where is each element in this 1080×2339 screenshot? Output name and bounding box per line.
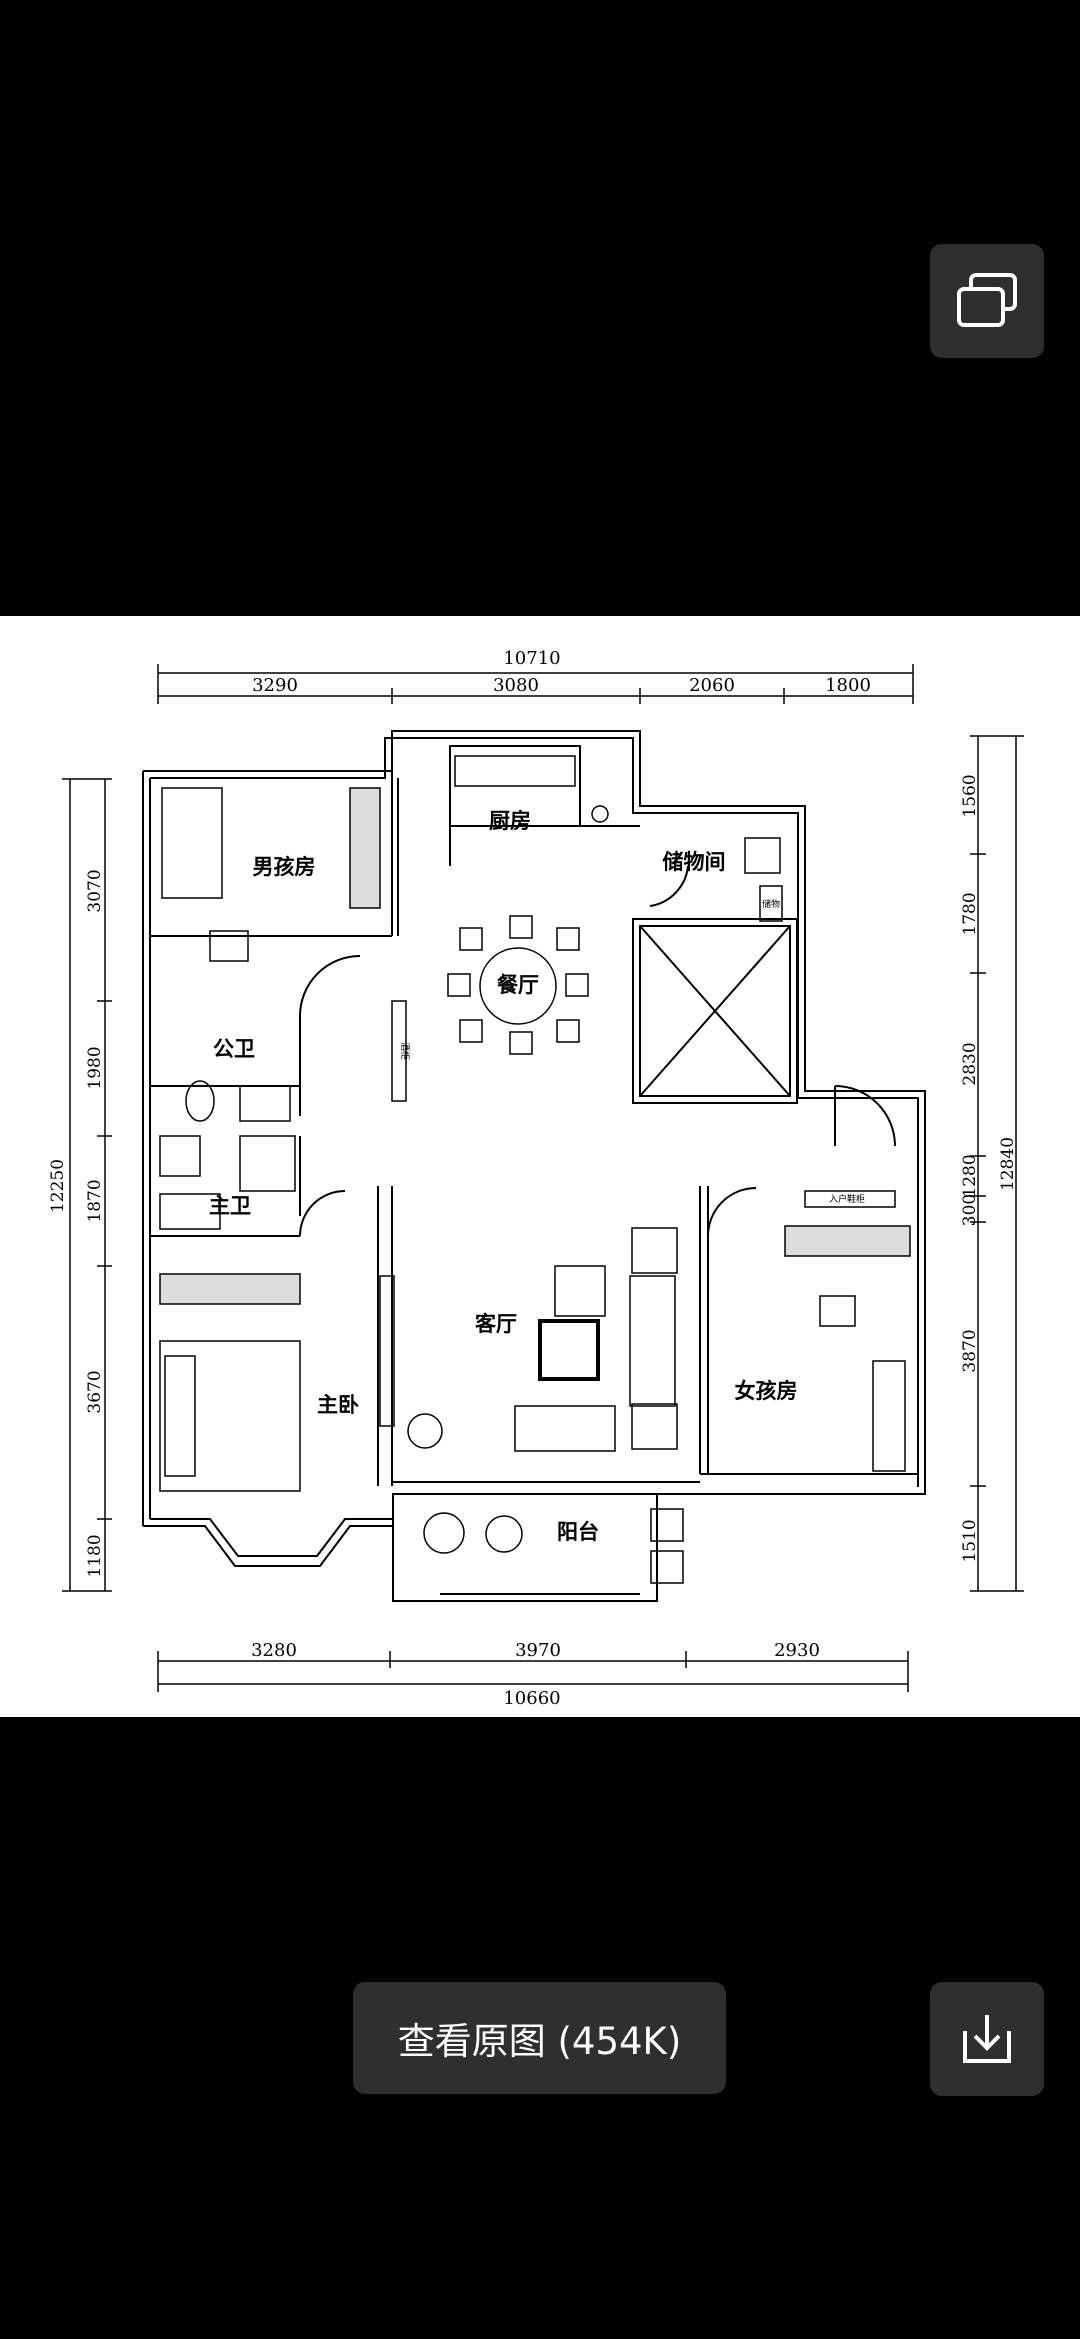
dim-bottom-3: 2930 [774,1640,820,1661]
dim-right-5: 300 [960,1194,980,1226]
room-girl-label: 女孩房 [735,1378,798,1403]
dim-top-2: 3080 [493,675,539,696]
room-dining-label: 餐厅 [497,972,539,997]
dim-bottom-2: 3970 [515,1640,561,1661]
dim-bottom-total: 10660 [503,1688,560,1709]
dim-right-1: 1560 [960,774,980,817]
dim-top-4: 1800 [825,675,871,696]
room-kitchen-label: 厨房 [489,808,531,833]
label-dining-cabinet: 酒柜 [399,1042,411,1060]
download-icon [963,2015,1011,2063]
dim-right-3: 2830 [960,1042,980,1085]
label-storage-small: 储物 [762,898,780,910]
room-public-bath-label: 公卫 [213,1036,255,1061]
room-boy-label: 男孩房 [253,854,316,879]
multi-window-icon [957,273,1017,327]
dim-bottom-1: 3280 [251,1640,297,1661]
dim-left-5: 1180 [85,1534,105,1577]
dim-top-total: 10710 [503,648,560,669]
room-master-bedroom-label: 主卧 [317,1392,359,1417]
dim-top-1: 3290 [252,675,298,696]
room-storage-label: 储物间 [663,849,726,874]
download-button[interactable] [930,1982,1044,2096]
dim-left-3: 1870 [85,1179,105,1222]
floorplan-image: 10710 3290 3080 2060 1800 10660 3280 397… [0,616,1080,1717]
dim-right-6: 3870 [960,1329,980,1372]
dim-left-2: 1980 [85,1046,105,1089]
label-entry-cabinet: 入户鞋柜 [829,1193,865,1205]
dim-right-7: 1510 [960,1519,980,1562]
dim-right-2: 1780 [960,892,980,935]
dim-left-4: 3670 [85,1370,105,1413]
furniture [159,755,911,1584]
walls [142,730,926,1602]
dim-top-3: 2060 [689,675,735,696]
room-balcony-label: 阳台 [557,1519,599,1544]
dim-left-1: 3070 [85,869,105,912]
dim-right-total: 12840 [998,1137,1018,1191]
multi-window-button[interactable] [930,244,1044,358]
dim-left-total: 12250 [48,1159,68,1213]
view-original-label: 查看原图 (454K) [397,2020,682,2063]
floorplan-drawing: 10710 3290 3080 2060 1800 10660 3280 397… [48,648,1024,1709]
room-master-bath-label: 主卫 [209,1193,251,1218]
dim-right-4: 1280 [960,1154,980,1197]
view-original-button[interactable]: 查看原图 (454K) [353,1982,726,2094]
room-living-label: 客厅 [475,1311,517,1336]
